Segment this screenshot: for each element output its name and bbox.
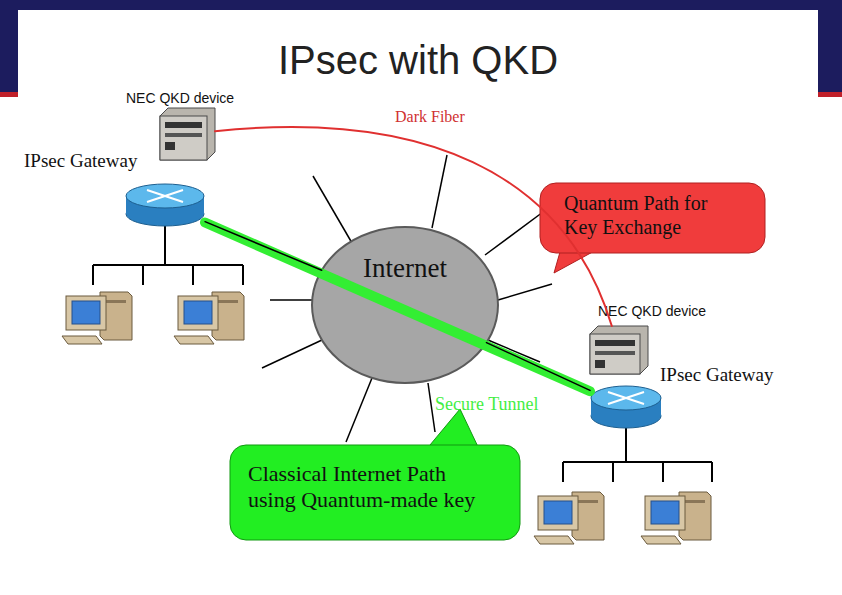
callout-body [540,183,765,253]
computer [534,492,604,544]
device-label: NEC QKD device [126,89,286,107]
lan-right [563,428,712,482]
lan-drop [711,462,713,482]
lan-drop [562,462,564,482]
ipsec-gateway: IPsec Gateway [590,385,662,429]
lan-bus [563,461,712,463]
device-button [165,142,175,150]
gateway-label: IPsec Gateway [24,149,184,172]
callout-body [230,445,520,540]
lan-drop [662,462,664,482]
device-front [160,116,207,160]
router-arrow [608,392,644,404]
spoke [485,212,543,255]
title-text: IPsec with QKD [18,36,818,84]
lan-drop [242,265,244,285]
callout-text: Classical Internet Path using Quantum-ma… [248,461,498,513]
lan-drop [192,265,194,285]
lan-bus [93,264,243,266]
computer [62,292,132,344]
lan-drop [612,462,614,482]
spoke [346,378,372,442]
spoke [428,383,435,432]
router-top [126,184,204,208]
device-front [590,334,640,374]
connector [486,343,590,391]
device-panel [165,133,202,137]
callout-text: Quantum Path for Key Exchange [564,191,744,239]
router-shape [125,183,205,227]
lan-drop [142,265,144,285]
qkd-device: NEC QKD device [590,326,648,374]
device-shape [160,108,215,160]
spoke [313,176,352,243]
device-shape [590,326,648,374]
qkd-device: NEC QKD device [160,108,215,160]
device-panel [595,351,635,355]
spoke [498,284,552,300]
spoke [262,340,322,368]
device-label: NEC QKD device [598,302,778,320]
lan-wire [164,226,166,265]
device-body [160,108,215,160]
router-shape [590,385,662,429]
connector [205,222,322,271]
gateway-label: IPsec Gateway [660,363,820,386]
computer [174,292,244,344]
connector [205,223,590,392]
edge-label: Secure Tunnel [435,393,575,415]
spoke [432,155,447,228]
device-button [595,360,605,368]
router-arrow [147,190,183,202]
callout-bubble: Quantum Path for Key Exchange [540,183,765,253]
lan-wire [625,428,627,462]
edge-label: Dark Fiber [395,107,505,127]
lan-left [93,226,243,285]
router-top [591,386,661,410]
lan-drop [92,265,94,285]
computer [641,492,711,544]
ipsec-gateway: IPsec Gateway [125,183,205,227]
callout-bubble: Classical Internet Path using Quantum-ma… [230,445,520,540]
device-panel [165,122,202,128]
router-arrow [147,190,183,202]
router-arrow [608,392,644,404]
device-panel [595,340,635,346]
connector [215,127,612,326]
device-body [590,326,648,374]
spoke [270,299,312,301]
